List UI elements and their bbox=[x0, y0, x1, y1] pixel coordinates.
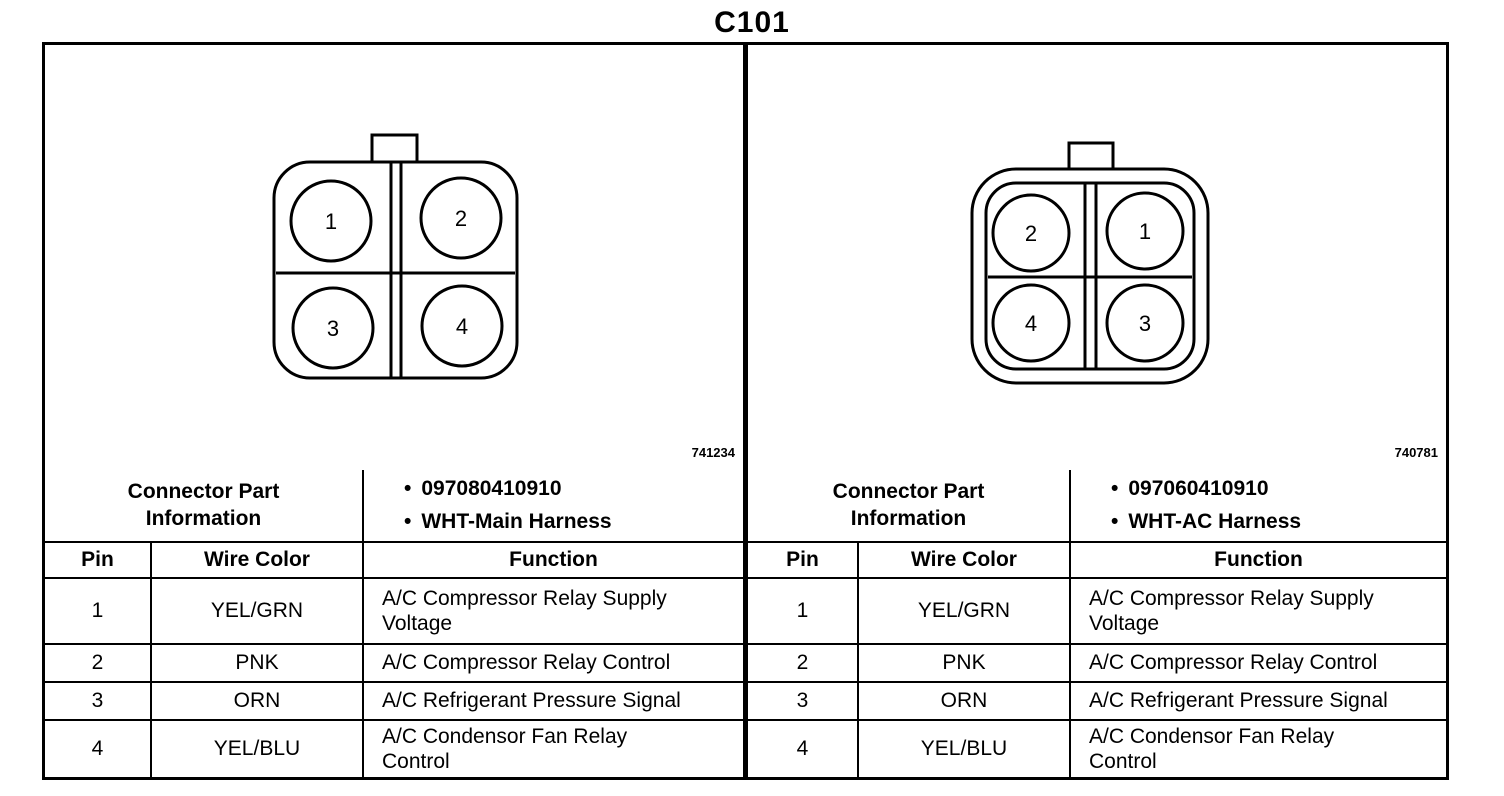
connector-latch bbox=[370, 133, 419, 165]
pin-number: 4 bbox=[1025, 311, 1037, 336]
header-function: Function bbox=[1069, 541, 1446, 579]
part-info-row: Connector Part Information •097080410910… bbox=[45, 470, 743, 543]
part-info-label: Connector Part Information bbox=[45, 470, 364, 543]
pin-cavity bbox=[1105, 283, 1185, 363]
header-pin: Pin bbox=[45, 541, 152, 579]
part-info-values: •097080410910 •WHT-Main Harness bbox=[362, 470, 743, 543]
pin-cell: 1 bbox=[45, 577, 152, 645]
pin-number: 2 bbox=[1025, 221, 1037, 246]
function-cell: A/C Refrigerant Pressure Signal bbox=[362, 681, 743, 721]
connector-panel-main: 1 2 3 4 741234 Connector Part Informatio… bbox=[42, 42, 746, 780]
table-header-row: Pin Wire Color Function bbox=[45, 541, 743, 579]
part-info-values: •097060410910 •WHT-AC Harness bbox=[1069, 470, 1446, 543]
wire-color-cell: YEL/GRN bbox=[150, 577, 364, 645]
part-info-row: Connector Part Information •097060410910… bbox=[748, 470, 1446, 543]
pin-number: 1 bbox=[1139, 219, 1151, 244]
pin-cavity bbox=[419, 176, 503, 260]
pin-cavity bbox=[1105, 191, 1185, 271]
pin-number: 4 bbox=[456, 314, 468, 339]
pin-number: 3 bbox=[1139, 311, 1151, 336]
part-info-label: Connector Part Information bbox=[748, 470, 1071, 543]
pin-cell: 1 bbox=[748, 577, 859, 645]
header-function: Function bbox=[362, 541, 743, 579]
pinout-table: Connector Part Information •097060410910… bbox=[748, 470, 1446, 777]
table-row: 3 ORN A/C Refrigerant Pressure Signal bbox=[748, 681, 1446, 721]
pin-cavity bbox=[289, 179, 373, 263]
connector-face-main-svg: 1 2 3 4 bbox=[272, 133, 519, 380]
connector-face-diagram: 2 1 4 3 740781 bbox=[748, 45, 1446, 470]
figure-reference-number: 741234 bbox=[691, 445, 735, 460]
table-row: 3 ORN A/C Refrigerant Pressure Signal bbox=[45, 681, 743, 721]
part-number: 097060410910 bbox=[1128, 476, 1269, 500]
wire-color-cell: PNK bbox=[857, 643, 1071, 683]
pin-cavity bbox=[420, 284, 504, 368]
connector-panel-ac: 2 1 4 3 740781 Connector Part Informatio… bbox=[745, 42, 1449, 780]
pin-number: 3 bbox=[327, 316, 339, 341]
pin-cell: 3 bbox=[748, 681, 859, 721]
header-pin: Pin bbox=[748, 541, 859, 579]
wire-color-cell: ORN bbox=[150, 681, 364, 721]
connector-latch bbox=[1067, 141, 1115, 173]
pin-cell: 3 bbox=[45, 681, 152, 721]
function-cell: A/C Compressor Relay Control bbox=[1069, 643, 1446, 683]
pin-number: 1 bbox=[325, 209, 337, 234]
harness-name: WHT-Main Harness bbox=[421, 509, 612, 533]
pin-number: 2 bbox=[455, 206, 467, 231]
figure-reference-number: 740781 bbox=[1394, 445, 1438, 460]
table-header-row: Pin Wire Color Function bbox=[748, 541, 1446, 579]
wire-color-cell: YEL/BLU bbox=[857, 719, 1071, 777]
pin-cell: 2 bbox=[748, 643, 859, 683]
connector-face-diagram: 1 2 3 4 741234 bbox=[45, 45, 743, 470]
pin-cavity bbox=[291, 286, 375, 370]
diagram-title: C101 bbox=[714, 6, 790, 39]
part-number: 097080410910 bbox=[421, 476, 562, 500]
wire-color-cell: ORN bbox=[857, 681, 1071, 721]
function-cell: A/C Refrigerant Pressure Signal bbox=[1069, 681, 1446, 721]
pin-cavity bbox=[991, 283, 1071, 363]
wire-color-cell: YEL/BLU bbox=[150, 719, 364, 777]
table-row: 2 PNK A/C Compressor Relay Control bbox=[45, 643, 743, 683]
pin-cell: 2 bbox=[45, 643, 152, 683]
wire-color-cell: PNK bbox=[150, 643, 364, 683]
table-row: 2 PNK A/C Compressor Relay Control bbox=[748, 643, 1446, 683]
pinout-table: Connector Part Information •097080410910… bbox=[45, 470, 743, 777]
pin-cell: 4 bbox=[45, 719, 152, 777]
header-wire-color: Wire Color bbox=[150, 541, 364, 579]
harness-name: WHT-AC Harness bbox=[1128, 509, 1302, 533]
connector-face-ac-svg: 2 1 4 3 bbox=[970, 141, 1210, 385]
header-wire-color: Wire Color bbox=[857, 541, 1071, 579]
pin-cell: 4 bbox=[748, 719, 859, 777]
pin-cavity bbox=[991, 193, 1071, 273]
function-cell: A/C Compressor Relay Control bbox=[362, 643, 743, 683]
wire-color-cell: YEL/GRN bbox=[857, 577, 1071, 645]
